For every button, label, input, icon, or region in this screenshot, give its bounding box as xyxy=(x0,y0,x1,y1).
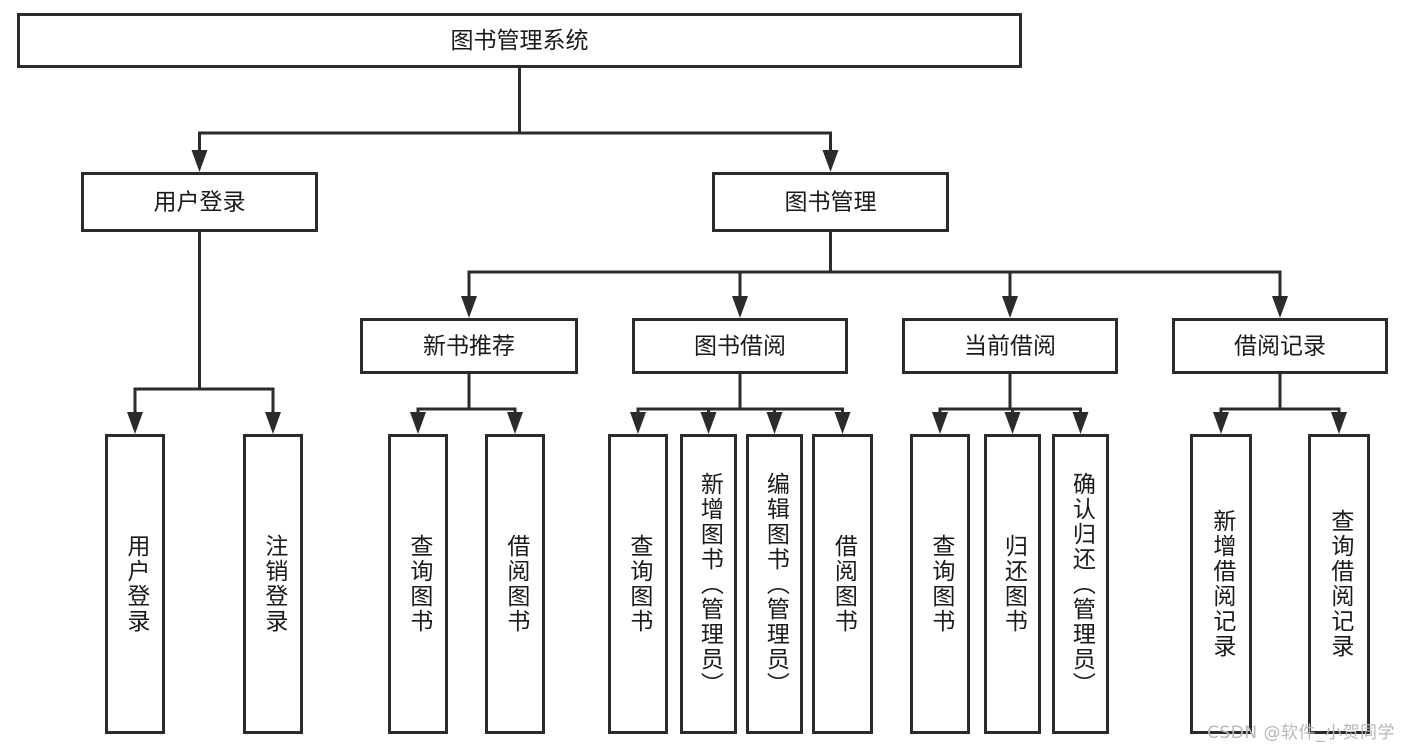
node-leaf-10[interactable] xyxy=(1052,434,1109,734)
node-leaf-6[interactable] xyxy=(746,434,803,734)
node-leaf-1[interactable] xyxy=(243,434,303,734)
node-root-0[interactable] xyxy=(17,13,1022,68)
level2-label-0: 新书推荐 xyxy=(423,334,515,360)
watermark-text: CSDN @软件_小贺同学 xyxy=(1207,723,1395,743)
node-level1-1[interactable] xyxy=(712,172,949,232)
node-leaf-11[interactable] xyxy=(1190,434,1252,734)
node-boxes xyxy=(17,13,1388,734)
node-level2-1[interactable] xyxy=(632,318,848,374)
node-leaf-12[interactable] xyxy=(1308,434,1370,734)
root-label-0: 图书管理系统 xyxy=(451,28,589,54)
node-level2-3[interactable] xyxy=(1172,318,1388,374)
node-level1-0[interactable] xyxy=(81,172,318,232)
node-leaf-8[interactable] xyxy=(910,434,970,734)
node-leaf-2[interactable] xyxy=(388,434,448,734)
node-leaf-3[interactable] xyxy=(485,434,545,734)
level1-label-0: 用户登录 xyxy=(154,190,246,216)
node-level2-2[interactable] xyxy=(902,318,1118,374)
connector-edges xyxy=(127,66,1347,434)
node-level2-0[interactable] xyxy=(360,318,578,374)
level2-label-1: 图书借阅 xyxy=(694,334,786,360)
level1-label-1: 图书管理 xyxy=(785,190,877,216)
level2-label-3: 借阅记录 xyxy=(1234,334,1326,360)
node-leaf-7[interactable] xyxy=(812,434,873,734)
node-leaf-0[interactable] xyxy=(105,434,165,734)
level2-label-2: 当前借阅 xyxy=(964,334,1056,360)
node-leaf-4[interactable] xyxy=(608,434,668,734)
node-leaf-9[interactable] xyxy=(984,434,1041,734)
node-leaf-5[interactable] xyxy=(680,434,737,734)
